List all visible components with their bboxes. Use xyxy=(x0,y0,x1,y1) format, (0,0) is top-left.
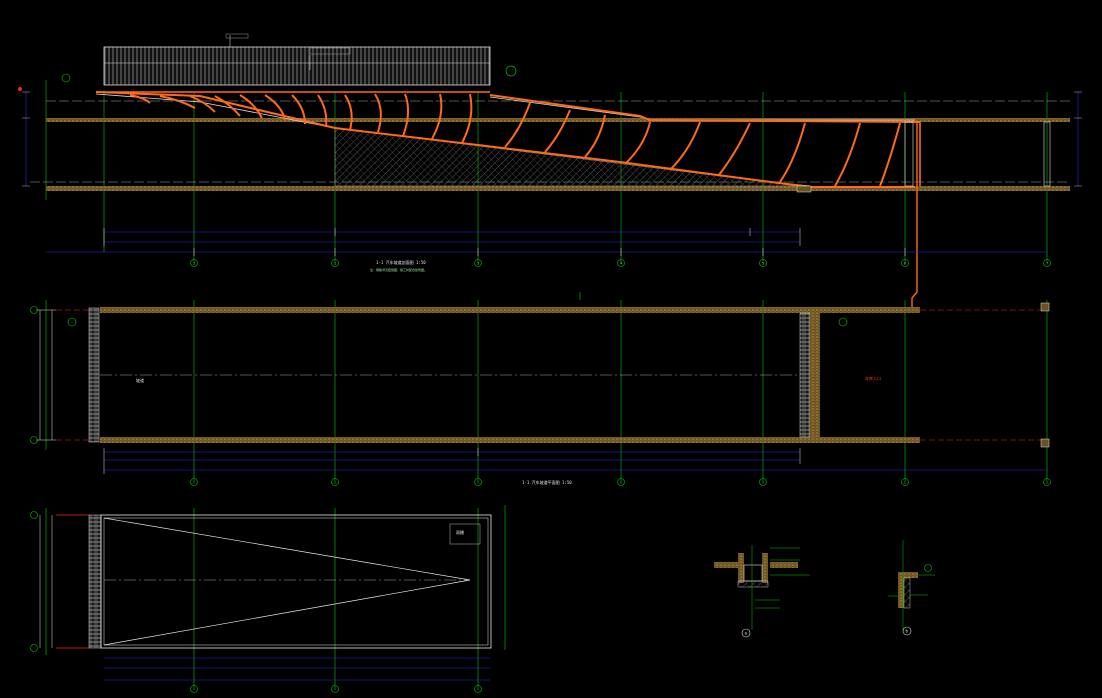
detail-a: a xyxy=(714,545,810,638)
axis-label: 2 xyxy=(334,261,336,265)
canopy-plan-view: 雨棚 xyxy=(30,505,506,693)
section-title: 1-1 汽车坡道剖面图 1:50 xyxy=(376,259,426,265)
canopy-outline xyxy=(100,514,492,649)
axis-label: 4 xyxy=(620,261,622,265)
canopy-label: 雨棚 xyxy=(456,529,464,535)
section-bottom-slab xyxy=(46,186,1070,191)
axis-label: 7 xyxy=(1046,261,1048,265)
detail-a-label: a xyxy=(745,631,748,636)
axis-label: 6 xyxy=(904,261,906,265)
canopy-slope-lines xyxy=(103,517,471,646)
plan-top-wall xyxy=(100,307,920,313)
section-dimensions xyxy=(46,231,1047,253)
plan-left-drain xyxy=(88,307,100,443)
plan-mid-drain xyxy=(799,312,811,438)
axis-label: 5 xyxy=(762,261,764,265)
plan-center-label: 坡道 xyxy=(136,377,144,383)
section-note: 注：钢筋详见结施图，施工时配合建筑图。 xyxy=(370,267,427,272)
section-view: 1 2 3 4 5 6 7 1-1 汽车坡道剖面图 1:50 注：钢筋详见结施图… xyxy=(18,33,1082,309)
detail-b: b xyxy=(888,540,935,636)
detail-b-label: b xyxy=(906,629,909,634)
plan-title: 1-1 汽车坡道平面图 1:50 xyxy=(522,479,572,485)
plan-bottom-wall xyxy=(100,437,920,443)
section-axis-bubbles xyxy=(190,259,1051,267)
section-top-slab xyxy=(46,118,1070,122)
ramp-upper-line xyxy=(489,96,915,121)
canopy-elevation xyxy=(103,46,491,86)
plan-view: 车库入口 坡道 1-1 汽车坡道平面图 1:50 xyxy=(30,292,1051,486)
axis-label: 1 xyxy=(193,261,195,265)
rebar-lines xyxy=(95,91,921,309)
axis-label: 3 xyxy=(477,261,479,265)
plan-red-note: 车库入口 xyxy=(865,375,881,381)
